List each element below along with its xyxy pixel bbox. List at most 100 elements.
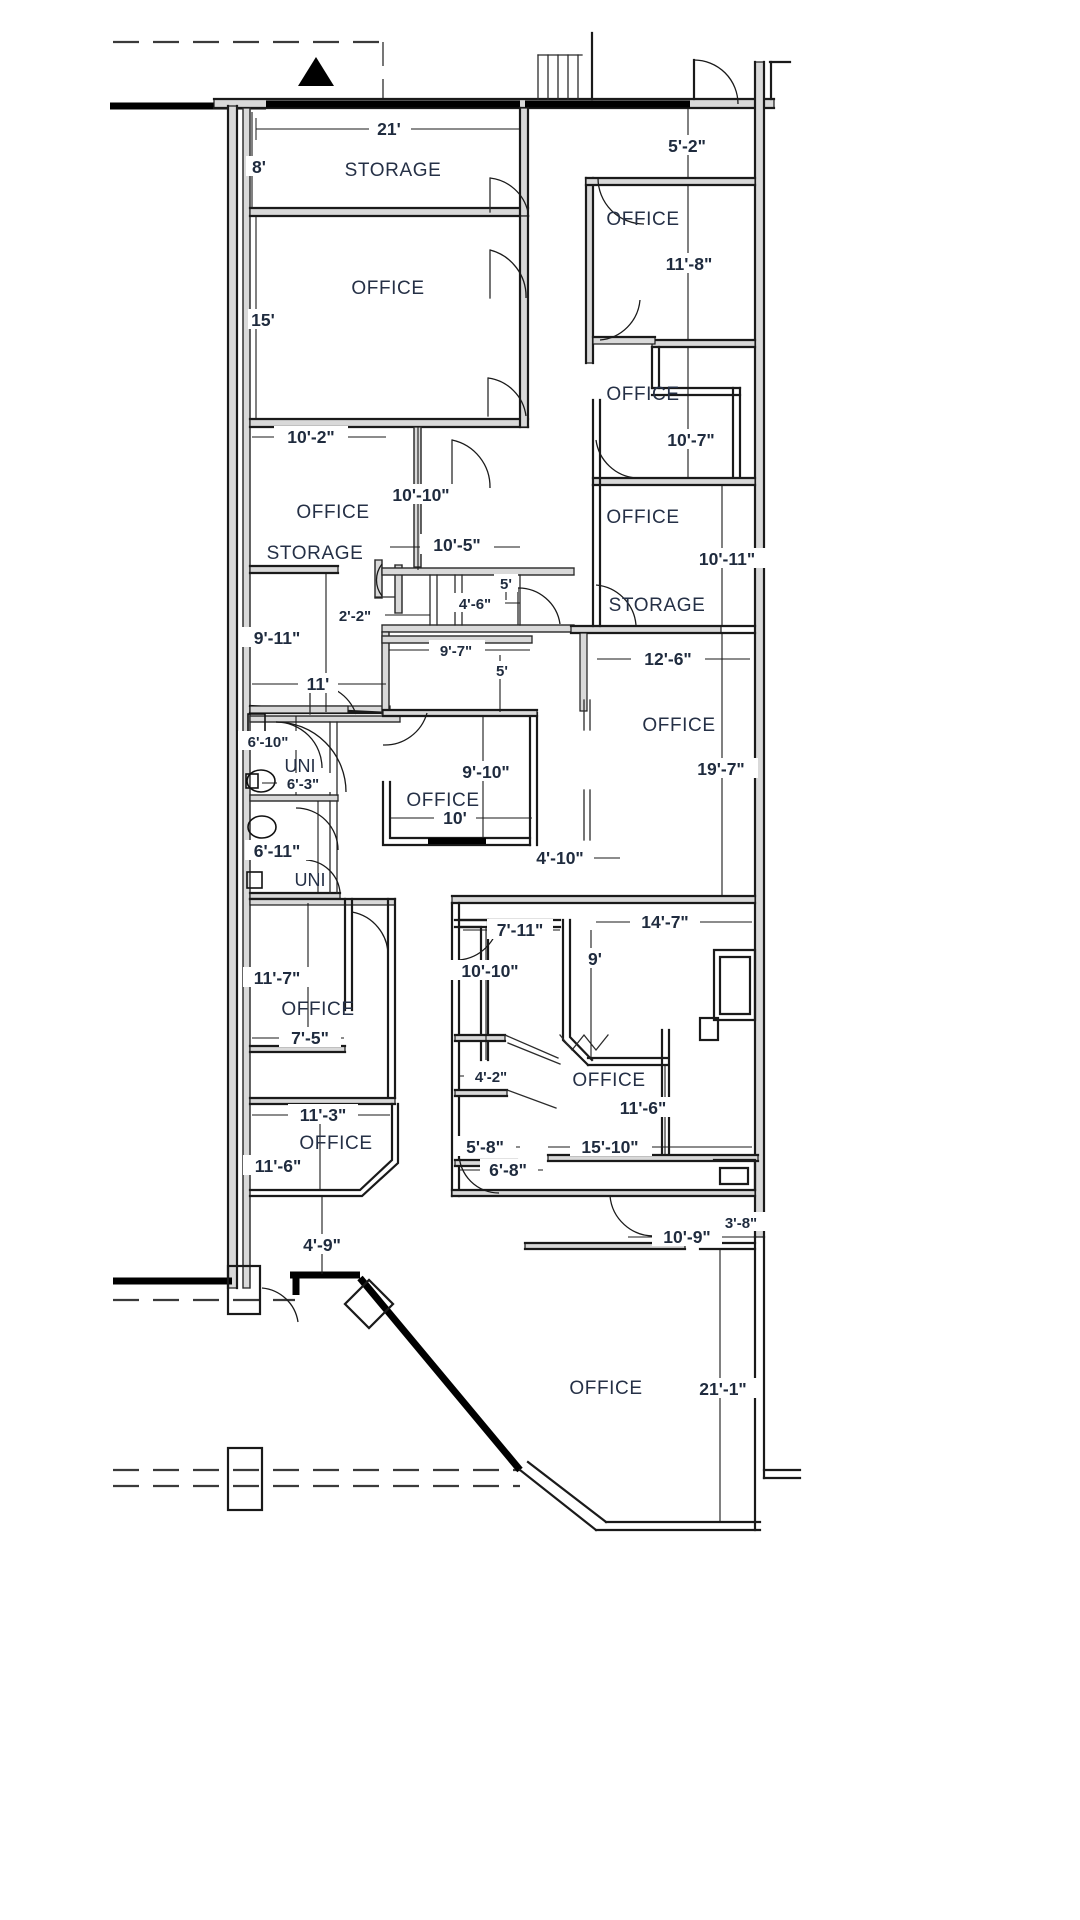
svg-text:5': 5'	[500, 576, 512, 593]
dashed-site-lines	[113, 40, 520, 1488]
svg-text:10'-9": 10'-9"	[663, 1227, 710, 1247]
svg-text:11'-3": 11'-3"	[300, 1105, 347, 1125]
svg-text:15'-10": 15'-10"	[581, 1137, 638, 1157]
restroom-labels: UNI UNI	[285, 756, 326, 890]
svg-text:10'-11": 10'-11"	[699, 549, 755, 569]
svg-text:15': 15'	[251, 310, 275, 330]
dim-11ft: 11'	[298, 673, 338, 694]
dim-5b: 5'	[492, 661, 514, 680]
room-label-office-bottom: OFFICE	[569, 1378, 642, 1399]
dim-4-10: 4'-10"	[526, 847, 594, 868]
room-office-upper-left	[248, 214, 530, 429]
room-label-office-mid-left: OFFICE	[296, 502, 369, 523]
dim-7-11: 7'-11"	[487, 919, 553, 940]
dim-5-8: 5'-8"	[456, 1136, 516, 1157]
dim-12-6: 12'-6"	[631, 648, 705, 669]
svg-text:14'-7": 14'-7"	[641, 912, 688, 932]
exterior-wall-right	[753, 60, 766, 1239]
room-label-office-center: OFFICE	[406, 790, 479, 811]
room-label-office-upper-left: OFFICE	[351, 278, 424, 299]
dim-6-8: 6'-8"	[480, 1159, 538, 1180]
dim-10-7: 10'-7"	[654, 429, 728, 450]
svg-text:6'-11": 6'-11"	[254, 841, 301, 861]
dim-7-5: 7'-5"	[279, 1027, 341, 1048]
dim-8ft: 8'	[246, 156, 272, 177]
dim-9-7: 9'-7"	[429, 640, 485, 660]
door-top-right	[692, 58, 792, 105]
svg-text:4'-6": 4'-6"	[459, 596, 491, 613]
dim-11-6b: 11'-6"	[243, 1155, 313, 1176]
room-label-storage-right: STORAGE	[609, 595, 706, 616]
dim-21-1: 21'-1"	[689, 1378, 757, 1399]
rooms-right-upper	[584, 176, 757, 628]
dim-15-10: 15'-10"	[570, 1136, 652, 1157]
corridor-walls-left	[226, 104, 251, 1290]
dim-10-10b: 10'-10"	[447, 960, 533, 981]
svg-text:9'-11": 9'-11"	[254, 628, 301, 648]
room-label-office-lower-left-2: OFFICE	[299, 1133, 372, 1154]
svg-text:21'-1": 21'-1"	[699, 1379, 746, 1399]
dim-10-5: 10'-5"	[420, 534, 494, 555]
dim-10ft: 10'	[434, 807, 476, 828]
svg-text:9'-10": 9'-10"	[462, 762, 509, 782]
svg-text:10'-7": 10'-7"	[667, 430, 714, 450]
svg-text:6'-8": 6'-8"	[489, 1160, 527, 1180]
svg-text:5'-2": 5'-2"	[668, 136, 706, 156]
dim-3-8: 3'-8"	[713, 1212, 771, 1232]
dim-21ft: 21'	[369, 118, 411, 139]
svg-text:12'-6": 12'-6"	[644, 649, 691, 669]
svg-text:4'-10": 4'-10"	[536, 848, 583, 868]
dim-4-9: 4'-9"	[293, 1234, 351, 1255]
dim-10-10a: 10'-10"	[378, 484, 464, 505]
dim-11-8: 11'-8"	[652, 253, 726, 274]
svg-text:5': 5'	[496, 663, 508, 680]
dim-9-11: 9'-11"	[242, 627, 314, 648]
bottom-entry-section	[113, 1235, 802, 1532]
restroom-label-unisex-lower: UNI	[295, 870, 326, 890]
svg-text:19'-7": 19'-7"	[697, 759, 744, 779]
svg-text:8': 8'	[252, 157, 266, 177]
svg-text:10'-2": 10'-2"	[287, 427, 334, 447]
room-storage-top	[248, 106, 530, 218]
dim-9ft: 9'	[585, 948, 609, 969]
svg-text:21': 21'	[377, 119, 401, 139]
dimension-labels: 21' 8' 5'-2" 11'-8" 15' 10'-7" 10'-2" 10…	[238, 118, 771, 1399]
svg-text:4'-2": 4'-2"	[475, 1069, 507, 1086]
svg-text:5'-8": 5'-8"	[466, 1137, 504, 1157]
room-label-office-lower-left-1: OFFICE	[281, 999, 354, 1020]
dim-4-6: 4'-6"	[447, 593, 505, 613]
room-label-office-right-1: OFFICE	[606, 209, 679, 230]
dim-10-11: 10'-11"	[686, 548, 768, 569]
dim-10-9: 10'-9"	[652, 1226, 722, 1247]
restroom-label-unisex-upper: UNI	[285, 756, 316, 776]
dim-10-2: 10'-2"	[274, 426, 348, 447]
svg-text:6'-10": 6'-10"	[248, 734, 289, 751]
room-label-office-lower-right: OFFICE	[572, 1070, 645, 1091]
room-label-storage-mid-left: STORAGE	[267, 543, 364, 564]
svg-text:9'-7": 9'-7"	[440, 643, 472, 660]
dim-5a: 5'	[494, 574, 518, 593]
room-label-storage-top: STORAGE	[345, 160, 442, 181]
room-label-office-right-4: OFFICE	[642, 715, 715, 736]
stair-run	[537, 31, 594, 101]
dim-6-11: 6'-11"	[245, 840, 311, 861]
dim-11-7: 11'-7"	[243, 967, 313, 988]
exterior-wall-top	[110, 97, 776, 110]
svg-text:11'-7": 11'-7"	[254, 968, 301, 988]
svg-text:6'-3": 6'-3"	[287, 776, 319, 793]
dim-6-3: 6'-3"	[277, 773, 333, 793]
dim-11-6a: 11'-6"	[607, 1097, 679, 1118]
svg-text:2'-2": 2'-2"	[339, 608, 371, 625]
svg-text:10'-10": 10'-10"	[392, 485, 449, 505]
dim-15ft: 15'	[248, 309, 280, 330]
svg-text:3'-8": 3'-8"	[725, 1215, 757, 1232]
svg-text:11'-6": 11'-6"	[255, 1156, 302, 1176]
svg-text:7'-5": 7'-5"	[291, 1028, 329, 1048]
dim-2-2: 2'-2"	[327, 605, 385, 625]
svg-text:10'-5": 10'-5"	[433, 535, 480, 555]
svg-text:7'-11": 7'-11"	[497, 920, 544, 940]
central-small-rooms	[381, 567, 757, 715]
dim-19-7: 19'-7"	[686, 758, 758, 779]
svg-text:4'-9": 4'-9"	[303, 1235, 341, 1255]
